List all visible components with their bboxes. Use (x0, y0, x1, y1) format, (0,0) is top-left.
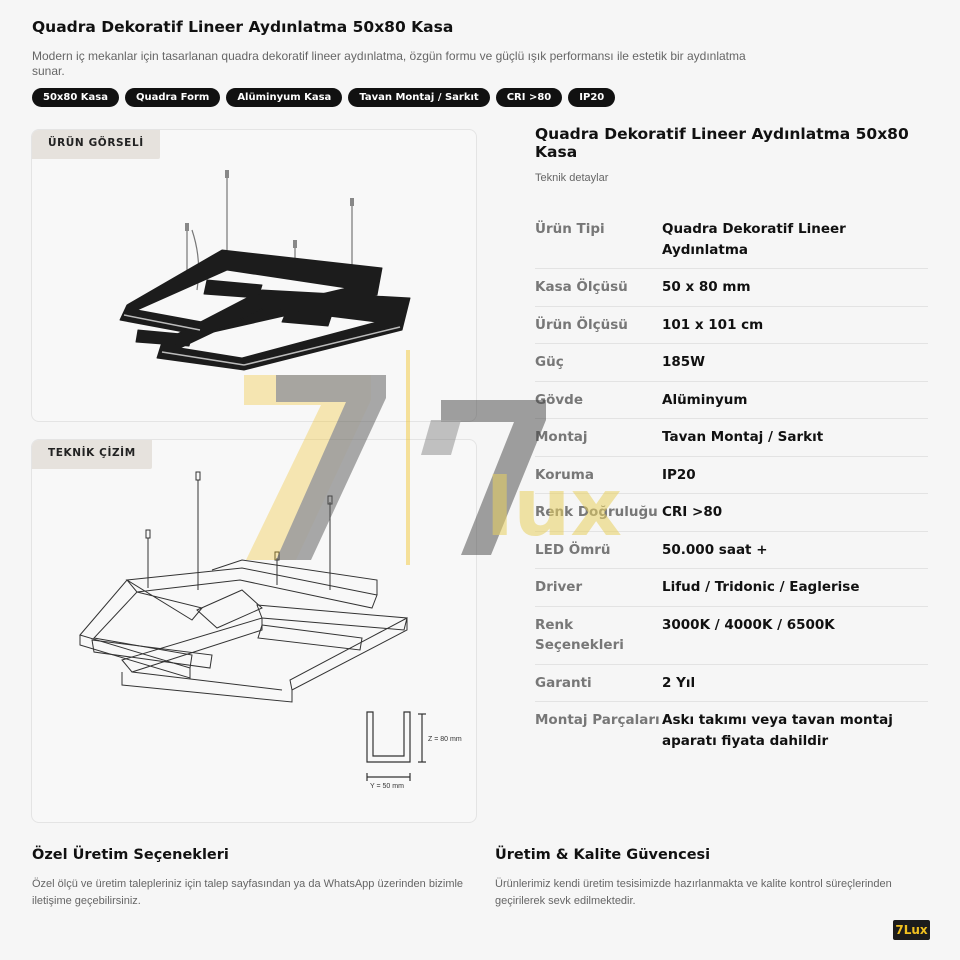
dimension-z-label: Z = 80 mm (428, 736, 462, 743)
spec-row: Gövde Alüminyum (535, 382, 928, 419)
tag-cri: CRI >80 (495, 88, 563, 107)
spec-value: 101 x 101 cm (662, 316, 764, 333)
quality-text: Ürünlerimiz kendi üretim tesisimizde haz… (495, 878, 892, 907)
product-image (119, 170, 411, 371)
spec-title: Quadra Dekoratif Lineer Aydınlatma 50x80… (535, 125, 909, 161)
spec-key: LED Ömrü (535, 541, 611, 558)
spec-row: Koruma IP20 (535, 457, 928, 494)
spec-row: Güç 185W (535, 344, 928, 382)
spec-row: Renk Seçenekleri 3000K / 4000K / 6500K (535, 607, 928, 665)
spec-key: Gövde (535, 391, 583, 408)
spec-key: Driver (535, 579, 583, 595)
spec-value: CRI >80 (662, 504, 723, 520)
technical-drawing-label: TEKNİK ÇİZİM (32, 440, 152, 469)
spec-value: Quadra Dekoratif Lineer Aydınlatma (662, 221, 846, 258)
spec-key: Ürün Tipi (535, 221, 605, 237)
spec-key: Güç (535, 354, 564, 370)
quality-title: Üretim & Kalite Güvencesi (495, 847, 711, 863)
tag-mount: Tavan Montaj / Sarkıt (348, 88, 490, 107)
tag-material: Alüminyum Kasa (226, 88, 343, 107)
spec-key: Montaj Parçaları (535, 712, 660, 728)
spec-key: Renk Doğruluğu (535, 504, 658, 520)
spec-value: Lifud / Tridonic / Eaglerise (662, 579, 860, 595)
spec-row: LED Ömrü 50.000 saat + (535, 532, 928, 569)
product-image-label: ÜRÜN GÖRSELİ (32, 130, 160, 159)
tag-form: Quadra Form (124, 88, 221, 107)
spec-key: Montaj (535, 429, 588, 445)
custom-production-title: Özel Üretim Seçenekleri (32, 847, 229, 863)
spec-key: Garanti (535, 674, 592, 691)
spec-key: Renk Seçenekleri (535, 616, 624, 654)
spec-key: Ürün Ölçüsü (535, 316, 628, 333)
tag-list: 50x80 Kasa Quadra Form Alüminyum Kasa Ta… (32, 88, 616, 107)
product-image-card: ÜRÜN GÖRSELİ (31, 129, 477, 422)
spec-key: Kasa Ölçüsü (535, 279, 628, 295)
spec-value: IP20 (662, 466, 696, 483)
page-title: Quadra Dekoratif Lineer Aydınlatma 50x80… (32, 18, 454, 36)
custom-production-text: Özel ölçü ve üretim talepleriniz için ta… (32, 878, 464, 907)
tag-kasa: 50x80 Kasa (32, 88, 119, 107)
spec-table: Ürün Tipi Quadra Dekoratif Lineer Aydınla… (535, 211, 928, 759)
spec-row: Ürün Tipi Quadra Dekoratif Lineer Aydınla… (535, 211, 928, 269)
spec-value: 185W (662, 354, 706, 370)
spec-row: Ürün Ölçüsü 101 x 101 cm (535, 307, 928, 344)
spec-value: Tavan Montaj / Sarkıt (662, 429, 824, 445)
spec-value: 3000K / 4000K / 6500K (662, 616, 835, 633)
page-subtitle: Modern iç mekanlar için tasarlanan quadr… (32, 49, 746, 78)
spec-value: 50.000 saat + (662, 541, 768, 558)
spec-value: 2 Yıl (662, 674, 696, 691)
dimension-y-label: Y = 50 mm (370, 783, 404, 790)
spec-value: 50 x 80 mm (662, 279, 751, 295)
spec-value: Askı takımı veya tavan montaj aparatı fi… (662, 712, 893, 749)
spec-row: Driver Lifud / Tridonic / Eaglerise (535, 569, 928, 607)
spec-row: Garanti 2 Yıl (535, 665, 928, 702)
technical-drawing-card: Z = 80 mm Y = 50 mm TEKNİK ÇİZİM (31, 439, 477, 823)
technical-drawing: Z = 80 mm Y = 50 mm (79, 471, 462, 790)
brand-logo[interactable]: 7Lux (893, 920, 930, 940)
tag-ip: IP20 (568, 88, 616, 107)
spec-value: Alüminyum (662, 391, 748, 408)
spec-subtitle: Teknik detaylar (535, 172, 609, 184)
spec-row: Montaj Tavan Montaj / Sarkıt (535, 419, 928, 457)
spec-key: Koruma (535, 466, 594, 483)
spec-row: Kasa Ölçüsü 50 x 80 mm (535, 269, 928, 307)
